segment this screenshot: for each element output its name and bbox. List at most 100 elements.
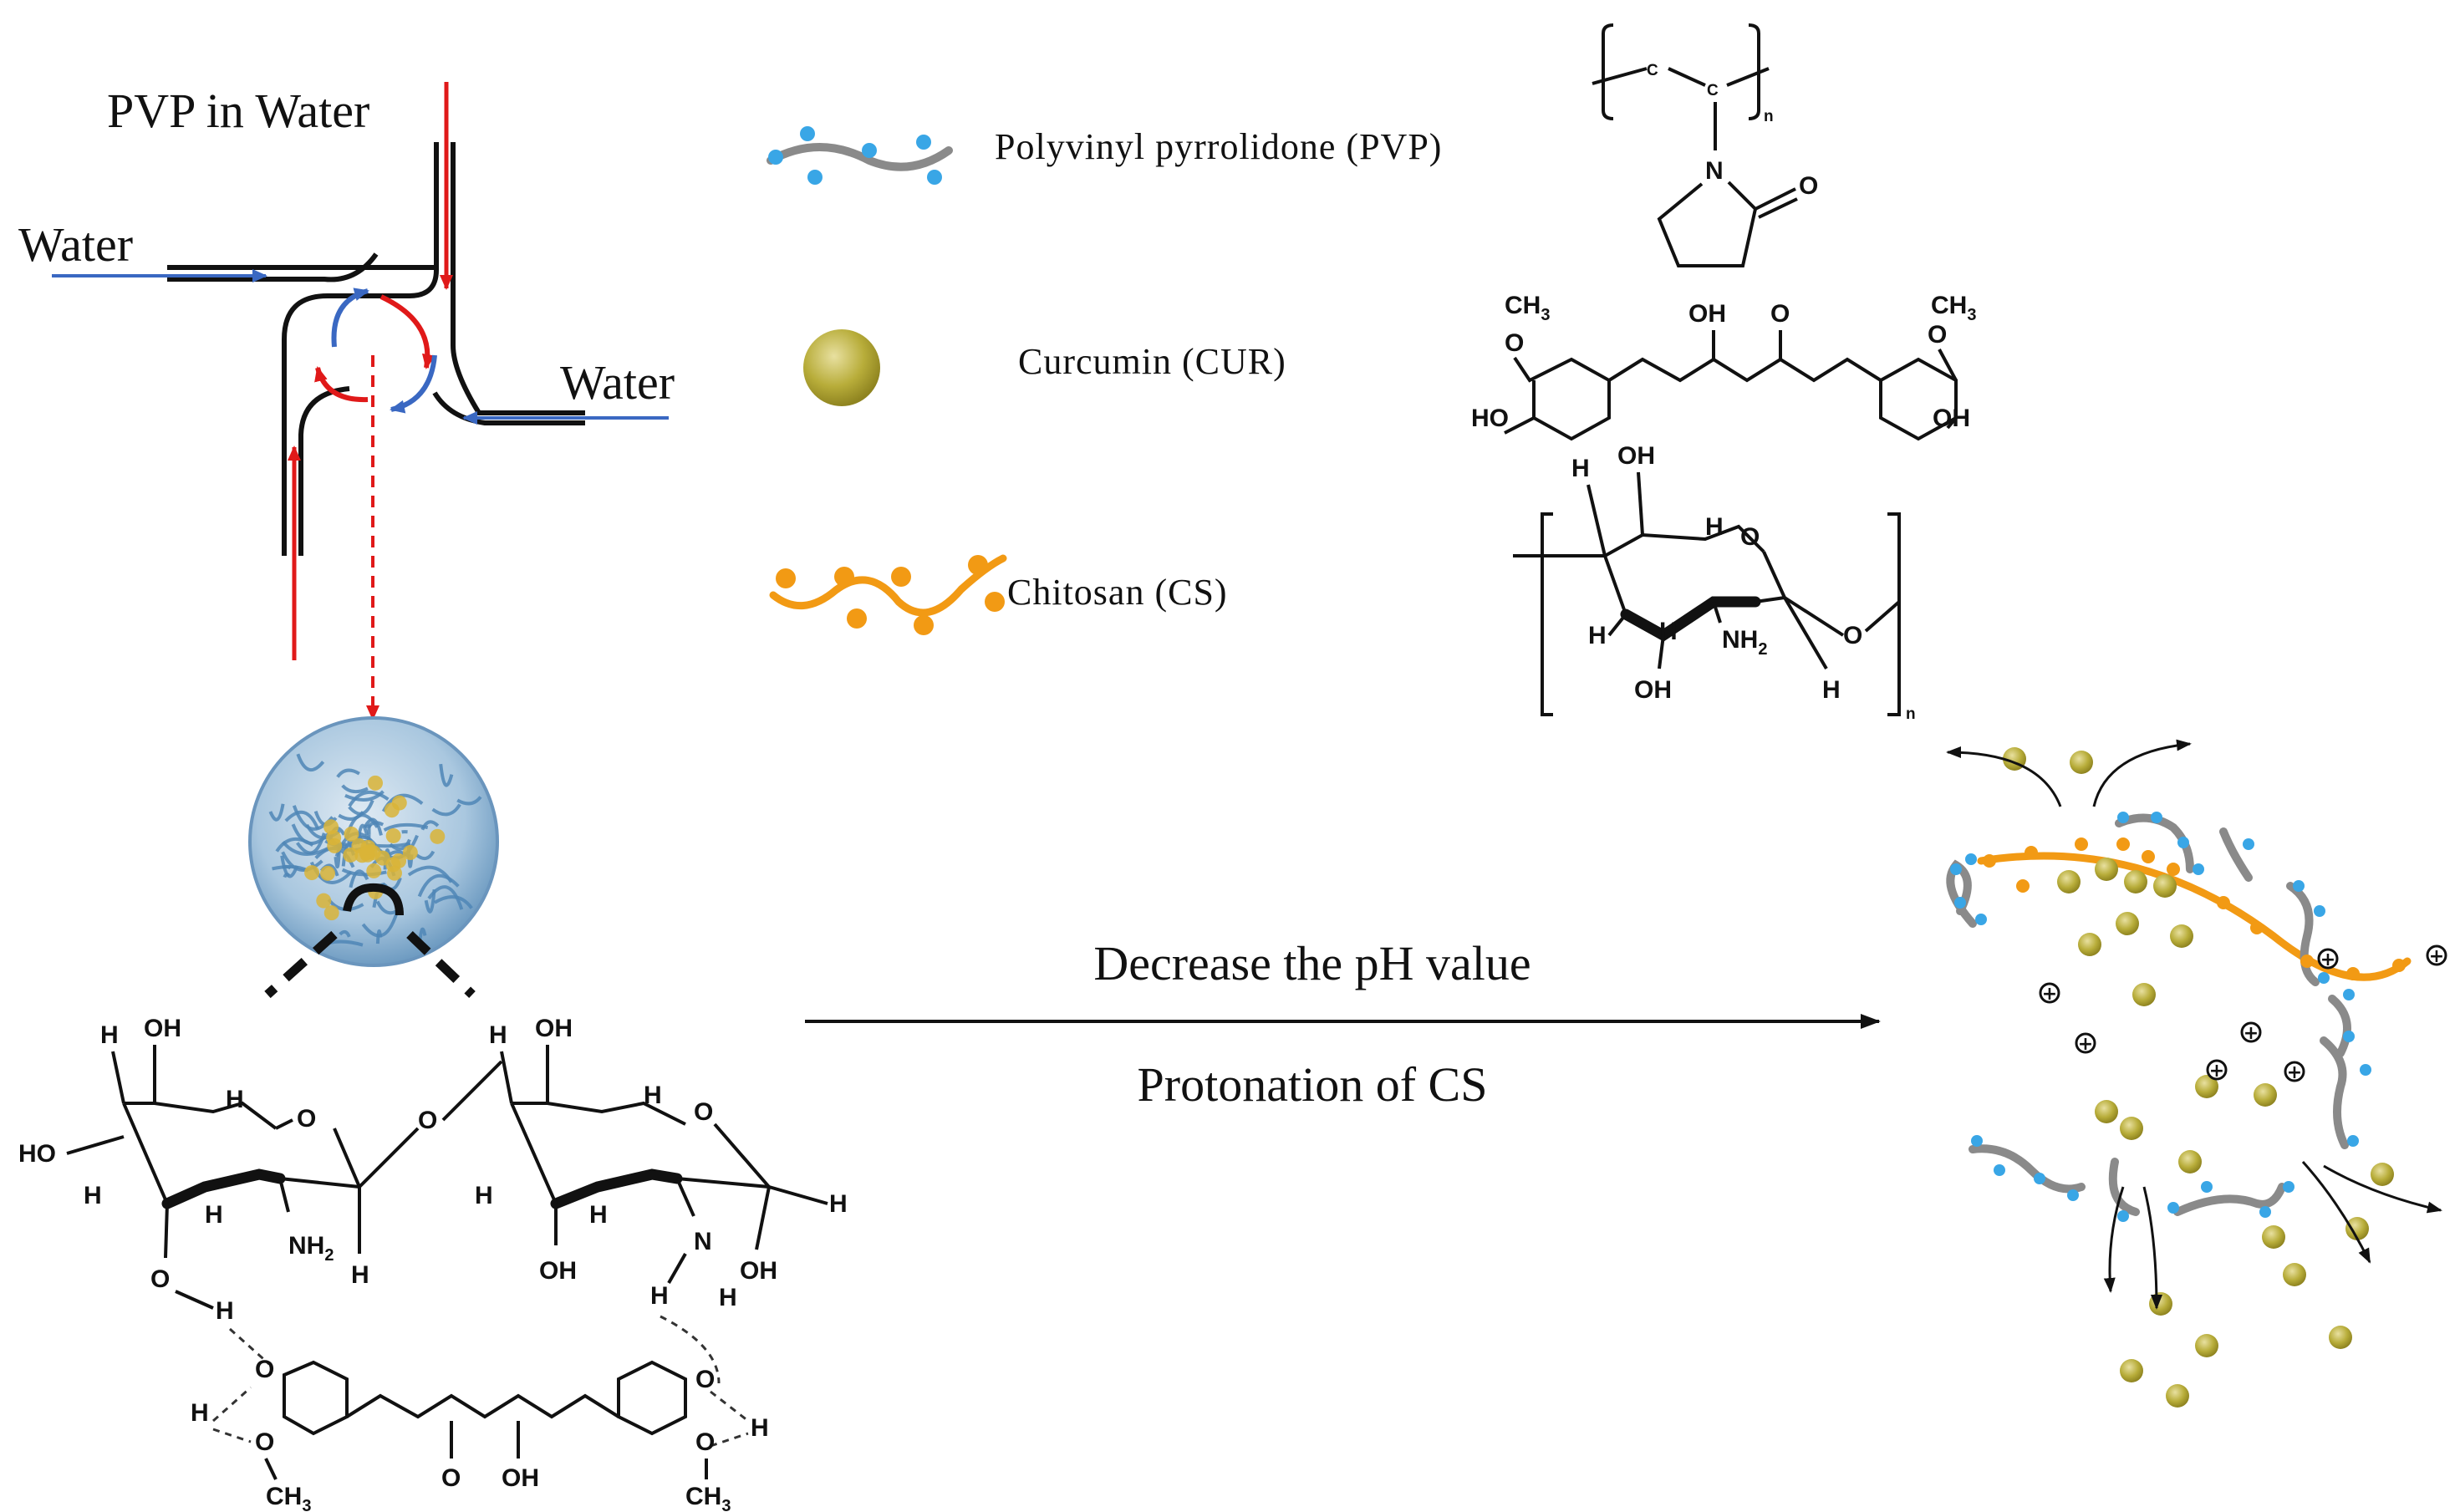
zoom-line-left [264,930,338,999]
release-particle: +++++++ [1946,739,2447,1408]
pvp-bead [2314,905,2325,917]
cs-ring-front [1620,596,1761,642]
charge-circle [2284,1061,2305,1082]
cur-o-left: O [1505,329,1524,357]
curcumin-particle [2195,1075,2218,1098]
cs-bead [2075,837,2088,851]
charge-symbol: + [2042,984,2057,1005]
cx-h-1: H [100,1021,119,1049]
pvp-bead [2167,1202,2179,1214]
core-dot [430,828,446,844]
curcumin-particle [2166,1384,2189,1408]
encapsulated-curcumin [304,775,446,921]
cx-ring1-top [124,1101,278,1130]
mesh-strand [363,817,383,836]
pvp-bead [2151,812,2162,823]
pvp-atom-c1: C [1647,62,1658,79]
pvp-bead [2293,880,2305,892]
pvp-bead-icons [768,126,942,185]
chitosan-beads [1983,837,2406,980]
cx-h-12: H [829,1190,848,1218]
cx-h-10: H [650,1282,669,1310]
charge-circle [2039,982,2060,1004]
curcumin-particle [2195,1334,2218,1357]
curcumin-particle [2057,870,2081,893]
cx-h-hb1: H [216,1297,234,1325]
pvp-fragment [2219,827,2253,882]
mesh-strand [334,847,341,868]
core-dot [384,802,400,818]
cs-bracket-left [1541,512,1553,716]
pvp-bead [2067,1189,2079,1201]
pvp-bead [2243,838,2254,850]
cx-o-cur3: O [695,1366,715,1393]
cs-bead [2016,879,2030,893]
pvp-fragment [2328,995,2351,1057]
pvp-atom-o: O [1799,172,1818,200]
core-dot [368,775,384,791]
core-dot [385,827,401,843]
charge-circle [2426,944,2447,966]
pvp-bead [2259,1206,2271,1218]
cs-ring-top [1604,524,1765,557]
positive-charges: +++++++ [2039,944,2447,1083]
core-dot [323,819,339,835]
curcumin-particle [2153,874,2177,898]
charge-symbol: + [2209,1061,2224,1082]
inlet-top-label: PVP in Water [107,84,369,138]
cx-h-11: H [719,1284,737,1311]
cs-o-ring: O [1740,523,1760,551]
cs-bead [2346,967,2360,980]
pvp-bead [862,143,877,158]
cx-ch3-left: CH3 [266,1483,311,1512]
legend-pvp: Polyvinyl pyrrolidone (PVP) [767,126,1441,185]
pvp-bead [927,170,942,185]
cur-chain [1607,357,1882,383]
process-label-bottom: Protonation of CS [1138,1057,1488,1112]
cx-o-ring2: O [694,1098,713,1126]
hbond-right-1 [660,1315,721,1384]
curcumin-particle [2070,751,2093,774]
cs-bead [2250,921,2264,934]
pvp-bead [2318,972,2330,984]
pvp-bracket-left [1602,23,1614,120]
release-arrow [2103,1186,2125,1293]
cs-h-bottom: H [1822,676,1841,704]
cx-o-hb1: O [150,1265,170,1293]
cs-bead [2217,896,2230,909]
core-dot [385,857,401,873]
charge-circle [2206,1059,2228,1081]
curcumin-particle [2254,1083,2277,1107]
cx-h-4: H [205,1201,223,1229]
mesh-strand [456,796,482,806]
cx-o-cur4: O [695,1428,715,1456]
cx-h-6: H [489,1021,507,1049]
hbond-left-2 [212,1386,252,1423]
cx-ring2-top [512,1101,686,1126]
chitosan-bead-icons [776,555,1005,635]
cs-bead [2300,955,2314,968]
mesh-strand [424,889,436,914]
curcumin-particle [2170,924,2193,948]
cs-oh-bottom: OH [1634,676,1672,704]
hbond-left-1 [229,1327,270,1366]
mesh-strand [341,868,387,877]
cx-cur-ring-left [283,1360,349,1436]
pvp-bead [1950,863,1962,875]
charge-circle [2240,1021,2262,1043]
cs-bead [2142,850,2155,863]
mesh-strand [349,869,369,888]
cx-ring1-front [161,1168,286,1209]
mesh-strand [280,855,299,878]
cs-bead [2116,837,2130,851]
pvp-bead [2283,1181,2294,1193]
core-dot [402,845,418,861]
curcumin-particle [2095,858,2118,881]
process-step: Decrease the pH value Protonation of CS [805,936,1881,1112]
cx-ho-1: HO [18,1140,56,1168]
legend-cur-label: Curcumin (CUR) [1018,341,1286,382]
mesh-strand [348,790,390,807]
cs-bead [2167,863,2180,876]
cx-h-8: H [475,1182,493,1209]
